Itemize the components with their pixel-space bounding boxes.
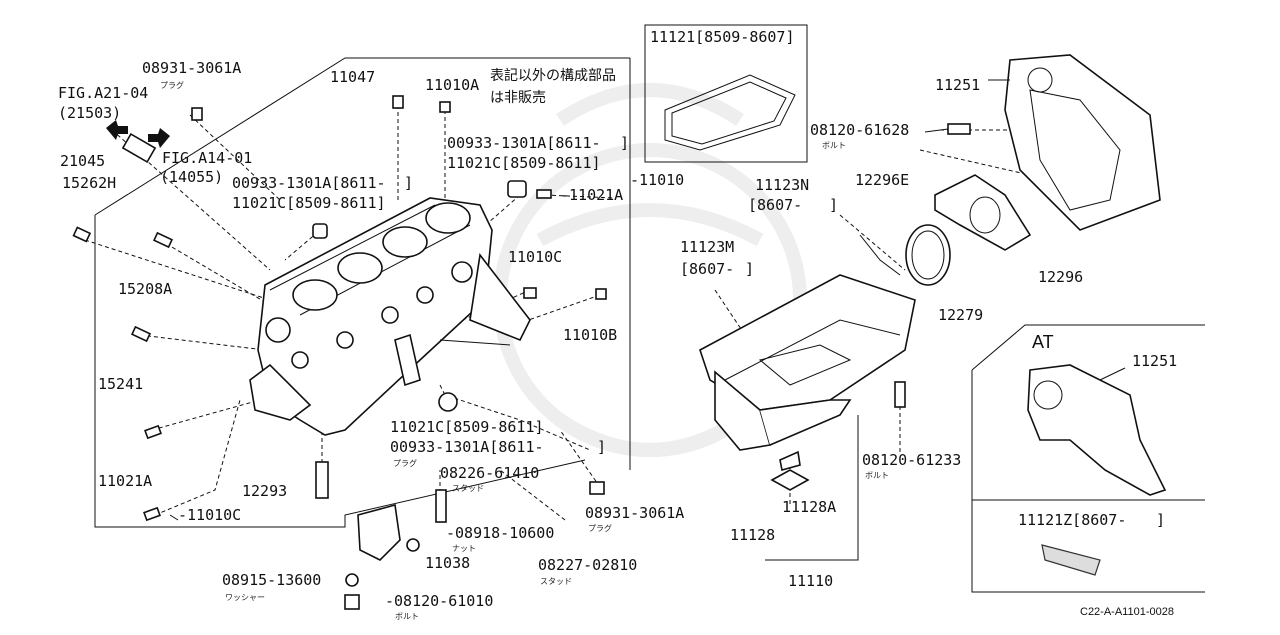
label-08931-top-sub: プラグ <box>160 80 184 90</box>
label-11123n-range: [8607- <box>748 196 802 214</box>
fig-arrows <box>106 120 170 148</box>
label-00933-mid-close: ] <box>620 134 629 152</box>
note-line-2: は非販売 <box>490 90 546 106</box>
label-11021c-mid: 11021C[8509-8611] <box>447 154 601 172</box>
label-11251-at: 11251 <box>1132 352 1177 370</box>
label-08915-sub: ワッシャー <box>225 593 265 602</box>
label-11251: 11251 <box>935 76 980 94</box>
cylinder-block <box>249 197 531 436</box>
label-12296: 12296 <box>1038 268 1083 286</box>
label-08918: -08918-10600 <box>446 524 554 542</box>
label-12279: 12279 <box>938 306 983 324</box>
label-15262h: 15262H <box>62 174 116 192</box>
label-11123m: 11123M <box>680 238 734 256</box>
label-08915: 08915-13600 <box>222 571 321 589</box>
label-15241: 15241 <box>98 375 143 393</box>
label-11021c-low: 11021C[8509-8611] <box>390 418 544 436</box>
label-00933-low-sub: プラグ <box>393 458 417 468</box>
oil-pan-gaskets <box>664 54 1167 576</box>
label-11123m-range: [8607- <box>680 260 734 278</box>
label-11128a: 11128A <box>782 498 836 516</box>
label-11123n-close: ] <box>829 196 838 214</box>
label-08931-low-sub: プラグ <box>588 523 612 533</box>
label-11038: 11038 <box>425 554 470 572</box>
label-leaders <box>169 79 1126 521</box>
label-21045: 21045 <box>60 152 105 170</box>
label-08226-sub: スタッド <box>452 484 484 493</box>
diagram-code: C22-A-A1101-0028 <box>1080 606 1174 618</box>
guide-lines <box>84 24 1205 593</box>
label-11121z-close: ] <box>1156 511 1165 529</box>
label-11010c-bottom: -11010C <box>178 506 241 524</box>
label-11021a-mid: -11021A <box>560 186 623 204</box>
label-08120-61233: 08120-61233 <box>862 451 961 469</box>
label-08120-61628: 08120-61628 <box>810 121 909 139</box>
label-fig-a14[interactable]: FIG.A14-01 <box>162 149 252 167</box>
label-fig-a21-ref: (21503) <box>58 104 121 122</box>
label-11047: 11047 <box>330 68 375 86</box>
label-08120-61233-sub: ボルト <box>865 471 889 480</box>
label-08931-low: 08931-3061A <box>585 504 684 522</box>
label-08120-61628-sub: ボルト <box>822 141 846 150</box>
label-08931-top: 08931-3061A <box>142 59 241 77</box>
label-00933-left: 00933-1301A[8611- <box>232 174 386 192</box>
label-08918-sub: ナット <box>452 544 476 553</box>
label-08227-sub: スタッド <box>540 577 572 586</box>
label-11110: 11110 <box>788 572 833 590</box>
label-11128: 11128 <box>730 526 775 544</box>
label-00933-mid: 00933-1301A[8611- <box>447 134 601 152</box>
label-11010: -11010 <box>630 171 684 189</box>
label-12293: 12293 <box>242 482 287 500</box>
label-00933-left-close: ] <box>404 174 413 192</box>
label-fig-a14-ref: (14055) <box>160 168 223 186</box>
note-line-1: 表記以外の構成部品 <box>490 67 616 84</box>
label-15208a: 15208A <box>118 280 172 298</box>
arrow-right-icon <box>148 128 170 148</box>
label-11121: 11121[8509-8607] <box>650 28 795 46</box>
at-section-title: AT <box>1032 332 1054 352</box>
part-labels: FIG.A21-04 (21503) 08931-3061A プラグ 21045… <box>58 28 1177 621</box>
label-12296e: 12296E <box>855 171 909 189</box>
label-00933-low: 00933-1301A[8611- <box>390 438 544 456</box>
label-00933-low-close: ] <box>597 438 606 456</box>
arrow-left-icon <box>106 120 128 140</box>
label-11010a: 11010A <box>425 76 479 94</box>
label-08227: 08227-02810 <box>538 556 637 574</box>
label-11021a-left: 11021A <box>98 472 152 490</box>
label-08226: 08226-61410 <box>440 464 539 482</box>
label-11121z: 11121Z[8607- <box>1018 511 1126 529</box>
label-11123n: 11123N <box>755 176 809 194</box>
label-11123m-close: ] <box>745 260 754 278</box>
label-11010b: 11010B <box>563 326 617 344</box>
small-parts <box>72 95 607 610</box>
label-fig-a21[interactable]: FIG.A21-04 <box>58 84 148 102</box>
label-08120-bottom-sub: ボルト <box>395 612 419 621</box>
label-08120-bottom: -08120-61010 <box>385 592 493 610</box>
label-11021c-left: 11021C[8509-8611] <box>232 194 386 212</box>
label-11010c-mid: 11010C <box>508 248 562 266</box>
